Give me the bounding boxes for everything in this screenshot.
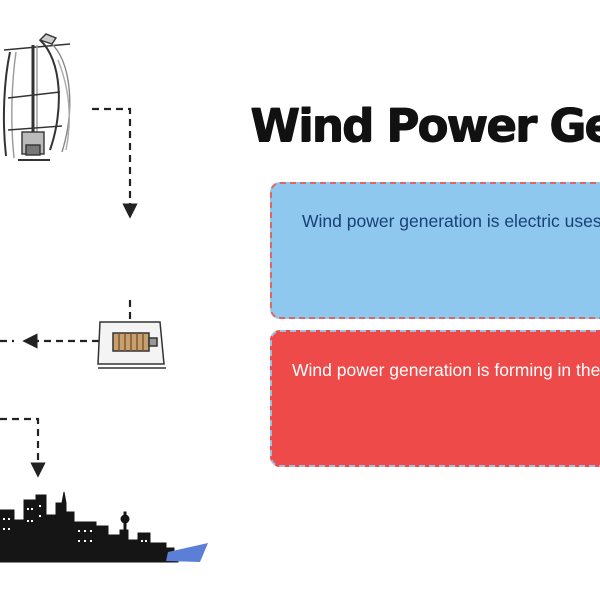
water-icon: [166, 543, 208, 562]
flow-line-to-city: [0, 417, 46, 478]
info-box-blue-text: Wind power generation is electric uses w…: [302, 211, 600, 231]
wind-turbine-icon: [2, 33, 71, 161]
info-box-red-text: Wind power generation is forming in the …: [292, 360, 600, 380]
info-box-blue: Wind power generation is electric uses w…: [270, 182, 600, 319]
generator-icon: [97, 321, 166, 369]
info-box-red: Wind power generation is forming in the …: [270, 330, 600, 467]
page-title: Wind Power Gene: [250, 99, 600, 152]
city-skyline-icon: [0, 491, 179, 563]
flow-line-turbine-to-generator: [92, 107, 138, 219]
